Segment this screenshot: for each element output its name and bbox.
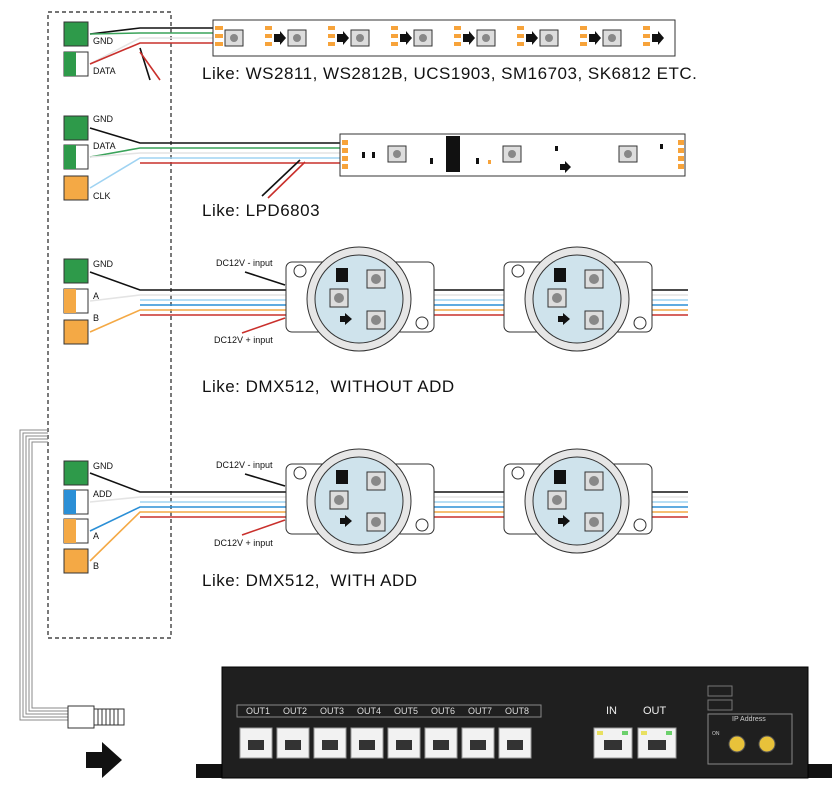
ip-address-label: IP Address <box>732 716 766 723</box>
port-label-out7: OUT7 <box>467 706 492 716</box>
pin-label-gnd-1: GND <box>93 36 113 46</box>
port-label-out2: OUT2 <box>282 706 307 716</box>
power-plus-label-3: DC12V + input <box>214 335 273 345</box>
pin-label-clk-2: CLK <box>93 191 111 201</box>
dip-dial-2[interactable] <box>758 735 776 753</box>
pixel-module-3a <box>285 246 435 352</box>
controller-device <box>196 666 832 779</box>
power-plus-label-4: DC12V + input <box>214 538 273 548</box>
port-label-out8: OUT8 <box>504 706 529 716</box>
port-label-out4: OUT4 <box>356 706 381 716</box>
terminal-b-4 <box>63 548 89 574</box>
arrow-icon <box>86 742 122 778</box>
pin-label-b-4: B <box>93 561 100 571</box>
terminal-b-3 <box>63 319 89 345</box>
port-label-out5: OUT5 <box>393 706 418 716</box>
terminal-clk-2 <box>63 175 89 201</box>
terminal-gnd-1 <box>63 21 89 47</box>
out-port-label: OUT <box>643 705 667 717</box>
power-minus-label-4: DC12V - input <box>216 460 273 470</box>
connector-box <box>47 11 172 639</box>
power-minus-label-3: DC12V - input <box>216 258 273 268</box>
strip-leds <box>224 29 622 47</box>
caption-lpd6803: Like: LPD6803 <box>202 201 321 220</box>
ip-on-label: ON <box>712 731 720 737</box>
pin-label-add-4: ADD <box>93 489 113 499</box>
dip-dial-1[interactable] <box>728 735 746 753</box>
pixel-module-3b <box>503 246 653 352</box>
pin-label-gnd-3: GND <box>93 259 113 269</box>
pixel-module-4b <box>503 448 653 554</box>
pin-label-b-3: B <box>93 313 100 323</box>
pin-label-data-2: DATA <box>93 141 116 151</box>
rj45-plug-icon <box>67 705 125 729</box>
terminal-gnd-4 <box>63 460 89 486</box>
pin-label-data-1: DATA <box>93 66 116 76</box>
ic-chip <box>446 136 460 172</box>
pin-label-gnd-4: GND <box>93 461 113 471</box>
trunk-cable <box>19 429 70 721</box>
pin-label-gnd-2: GND <box>93 114 113 124</box>
port-label-out3: OUT3 <box>319 706 344 716</box>
in-port-label: IN <box>606 705 617 717</box>
terminal-gnd-2 <box>63 115 89 141</box>
caption-dmx-without-add: Like: DMX512, WITHOUT ADD <box>202 377 455 396</box>
port-label-out6: OUT6 <box>430 706 455 716</box>
caption-dmx-with-add: Like: DMX512, WITH ADD <box>202 571 418 590</box>
pin-label-a-3: A <box>93 291 100 301</box>
caption-ws2811: Like: WS2811, WS2812B, UCS1903, SM16703,… <box>202 64 698 83</box>
terminal-gnd-3 <box>63 258 89 284</box>
port-label-out1: OUT1 <box>245 706 270 716</box>
pixel-module-4a <box>285 448 435 554</box>
pin-label-a-4: A <box>93 531 100 541</box>
